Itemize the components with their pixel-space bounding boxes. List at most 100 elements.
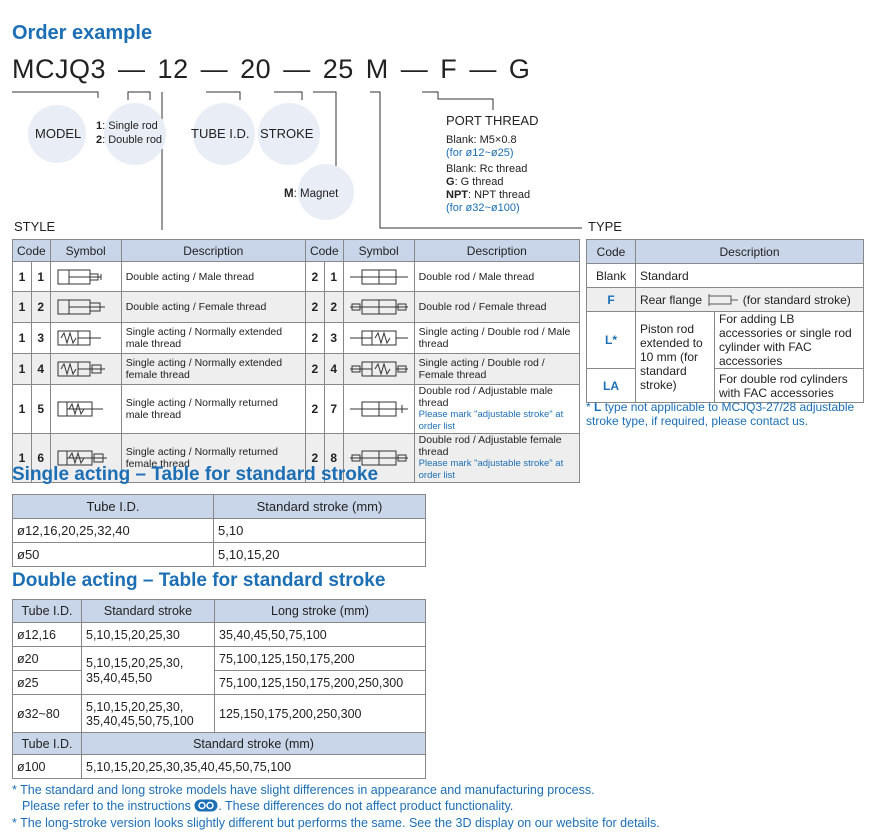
table-row: ø25 75,100,125,150,175,200,250,300: [12, 670, 426, 695]
tube-label: TUBE I.D.: [191, 126, 250, 141]
magnet-bubble: [298, 164, 354, 220]
code-cell: 2: [304, 433, 325, 483]
table-row: LA For double rod cylinders with FAC acc…: [586, 368, 864, 403]
code-sep: —: [118, 54, 146, 84]
double-acting-table: Tube I.D. Standard stroke Long stroke (m…: [12, 599, 426, 779]
table-cell: 35,40,45,50,75,100: [214, 622, 426, 647]
table-row: ø12,16 5,10,15,20,25,30 35,40,45,50,75,1…: [12, 622, 426, 647]
col-header: Code: [304, 239, 344, 262]
style-table: Code Symbol Description Code Symbol Desc…: [12, 239, 581, 483]
code-cell: 1: [12, 291, 32, 323]
code-cell: 1: [12, 433, 32, 483]
cylinder-symbol-icon: [49, 291, 122, 323]
col-header: Standard stroke: [81, 599, 215, 623]
tube-bubble: [193, 103, 255, 165]
table-cell: 5,10,15,20,25,30, 35,40,45,50: [81, 646, 215, 695]
rod-option-1: 1: Single rod: [96, 120, 158, 132]
stroke-label: STROKE: [260, 126, 314, 141]
col-header: Standard stroke (mm): [213, 494, 426, 519]
description-cell: Double rod / Female thread: [413, 291, 581, 323]
cylinder-symbol-icon: [342, 261, 415, 292]
code-cell: F: [586, 287, 636, 312]
description-cell: Single acting / Double rod / Female thre…: [413, 353, 581, 385]
port-option-note: (for ø12~ø25): [446, 147, 514, 159]
col-header: Long stroke (mm): [214, 599, 426, 623]
model-label: MODEL: [35, 126, 82, 141]
description-cell: Single acting / Normally returned male t…: [120, 384, 306, 434]
type-note: * L type not applicable to MCJQ3-27/28 a…: [586, 400, 855, 428]
col-header: Description: [120, 239, 306, 262]
footnote: Please refer to the instructions . These…: [22, 799, 514, 813]
code-sep: —: [400, 54, 429, 84]
instructions-link-icon[interactable]: [194, 799, 218, 812]
table-cell: 75,100,125,150,175,200: [214, 646, 426, 671]
cylinder-symbol-icon: [342, 433, 415, 483]
table-row: 1 5 Single acting / Normally returned ma…: [12, 384, 581, 434]
table-cell: 5,10,15,20,25,30, 35,40,45,50,75,100: [81, 694, 215, 733]
port-thread-title: PORT THREAD: [446, 113, 539, 128]
description-cell: For double rod cylinders with FAC access…: [714, 368, 864, 403]
cylinder-symbol-icon: [342, 291, 415, 323]
table-row: Blank Standard: [586, 263, 864, 288]
table-row: Tube I.D. Standard stroke (mm): [12, 732, 426, 755]
table-cell: ø12,16,20,25,32,40: [12, 518, 214, 543]
code-bore: 20: [240, 54, 272, 84]
table-cell: 5,10,15,20,25,30,35,40,45,50,75,100: [81, 754, 426, 779]
type-table: Code Description Blank Standard F Rear f…: [586, 239, 864, 403]
code-cell: 4: [30, 353, 51, 385]
description-cell: Single acting / Normally extended male t…: [120, 322, 306, 354]
code-sep: —: [283, 54, 311, 84]
description-cell: Single acting / Double rod / Male thread: [413, 322, 581, 354]
table-row: L* Piston rod extended to 10 mm (for sta…: [586, 311, 864, 403]
spring-cylinder-icon: [49, 353, 122, 385]
code-cell: 2: [304, 261, 325, 292]
description-cell: For adding LB accessories or single rod …: [714, 311, 864, 369]
code-style: F: [440, 54, 458, 84]
connector-lines: [12, 91, 582, 230]
table-row: ø12,16,20,25,32,40 5,10: [12, 518, 426, 543]
double-acting-title: Double acting – Table for standard strok…: [12, 570, 386, 591]
code-cell: 2: [30, 291, 51, 323]
table-cell: 5,10,15,20: [213, 542, 426, 567]
code-cell: 4: [323, 353, 344, 385]
type-heading: TYPE: [588, 219, 622, 234]
code-cell: 1: [12, 384, 32, 434]
footnote: * The long-stroke version looks slightly…: [12, 816, 660, 830]
code-cell: 2: [304, 384, 325, 434]
description-cell: Double acting / Male thread: [120, 261, 306, 292]
code-cell: 1: [323, 261, 344, 292]
code-magnet: M: [365, 54, 389, 84]
code-sep: —: [200, 54, 229, 84]
code-cell: 1: [12, 353, 32, 385]
col-header: Symbol: [342, 239, 415, 262]
rod-option-2: 2: Double rod: [96, 134, 163, 146]
table-row: 1 1 Double acting / Male thread 2 1 Doub…: [12, 261, 581, 292]
port-option: Blank: Rc thread: [446, 163, 528, 175]
code-cell: L*: [586, 311, 636, 369]
cylinder-symbol-icon: [342, 384, 415, 434]
col-header: Tube I.D.: [12, 732, 82, 755]
code-model: MCJQ3: [12, 54, 107, 84]
description-cell: Double rod / Male thread: [413, 261, 581, 292]
table-row: ø100 5,10,15,20,25,30,35,40,45,50,75,100: [12, 754, 426, 779]
table-cell: ø20: [12, 646, 82, 671]
port-option: Blank: M5×0.8: [446, 134, 517, 146]
spring-cylinder-icon: [49, 322, 122, 354]
table-row: 1 6 Single acting / Normally returned fe…: [12, 433, 581, 483]
col-header: Symbol: [49, 239, 122, 262]
description-cell: Rear flange (for standard stroke): [635, 287, 864, 312]
code-cell: LA: [586, 368, 636, 403]
magnet-label: M: Magnet: [284, 188, 339, 200]
code-cell: 1: [30, 261, 51, 292]
description-cell: Standard: [635, 263, 864, 288]
code-sep: —: [469, 54, 497, 84]
code-cell: 6: [30, 433, 51, 483]
col-header: Description: [635, 239, 864, 264]
table-cell: ø50: [12, 542, 214, 567]
table-cell: ø12,16: [12, 622, 82, 647]
spring-cylinder-icon: [342, 353, 415, 385]
single-acting-title: Single acting – Table for standard strok…: [12, 464, 379, 485]
code-cell: 2: [304, 353, 325, 385]
